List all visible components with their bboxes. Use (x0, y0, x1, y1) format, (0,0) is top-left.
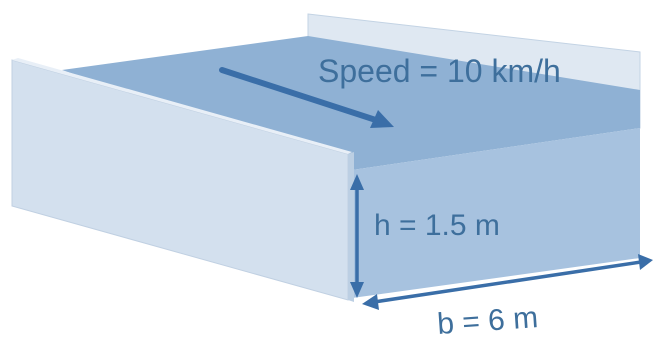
flow-arrow (219, 67, 394, 128)
width-dimension-arrow (362, 254, 653, 310)
height-label: h = 1.5 m (374, 209, 500, 242)
left-wall-top-edge (12, 58, 352, 154)
water-cross-section (352, 128, 640, 298)
speed-label: Speed = 10 km/h (318, 53, 561, 89)
width-label: b = 6 m (436, 301, 539, 341)
height-dimension-arrow (350, 174, 364, 298)
left-wall-end (348, 152, 354, 302)
water-surface (62, 36, 640, 170)
